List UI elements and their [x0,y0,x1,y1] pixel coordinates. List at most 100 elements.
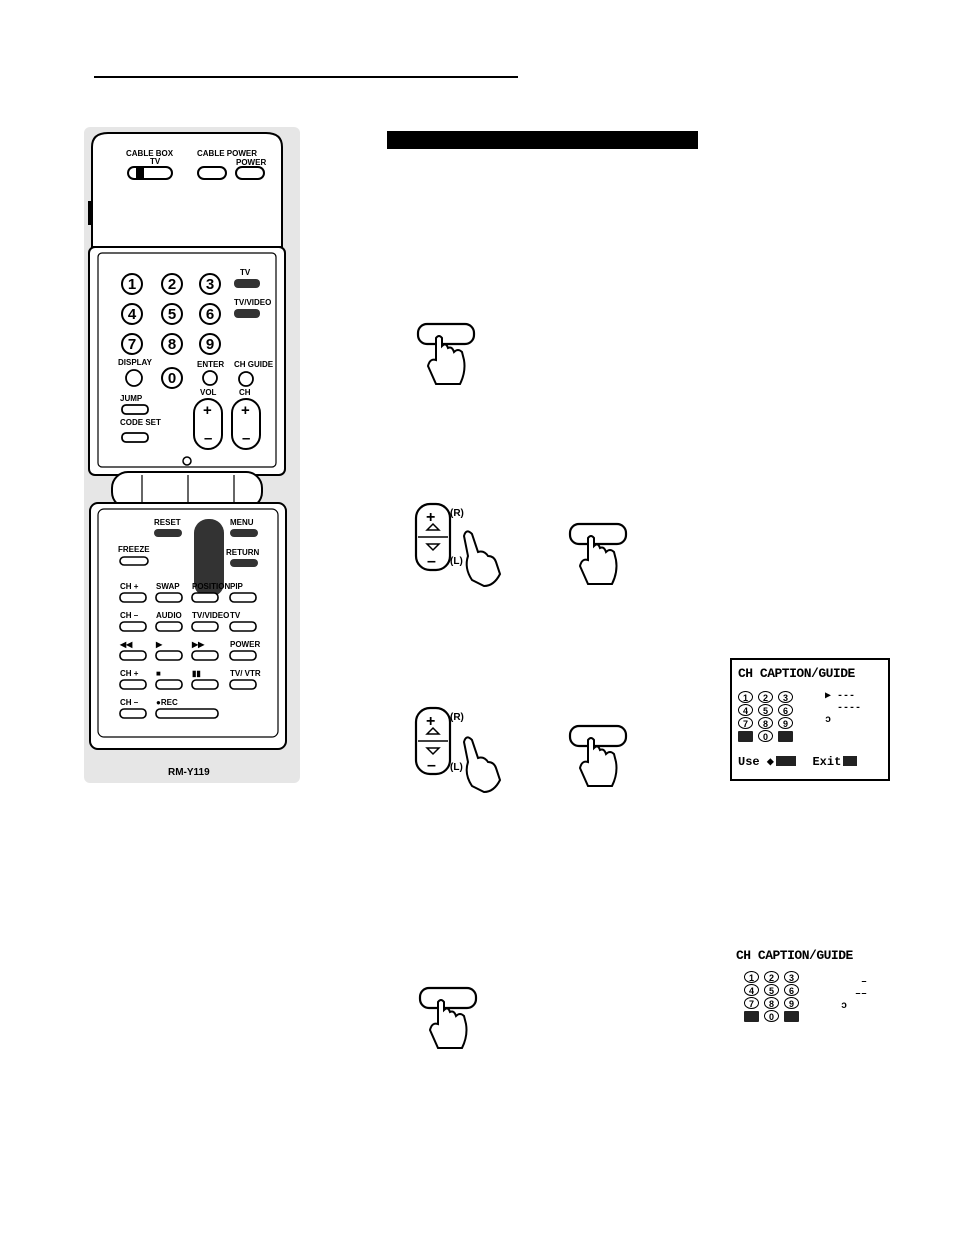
osd-number-key: 3 [784,971,799,983]
svg-text:+: + [241,402,250,419]
remote-button-ch-minus[interactable] [119,621,147,632]
osd-number-key: 1 [744,971,759,983]
remote-button-pip[interactable] [229,592,257,603]
header-rule [94,76,518,78]
vol-label: VOL [200,388,217,397]
remote-button-play[interactable] [155,650,183,661]
lower-key-label: CH + [120,669,139,678]
number-key-8[interactable] [161,333,183,355]
return-label: RETURN [226,548,260,557]
osd-number-key: 8 [764,997,779,1009]
display-button[interactable] [125,369,143,387]
menu-button[interactable] [230,529,258,537]
power-button[interactable] [235,166,265,180]
osd-number-key: 5 [764,984,779,996]
ch-label: CH [239,388,251,397]
code-set-label: CODE SET [120,418,161,427]
rocker-illustration-1: + – (R) (L) [414,502,502,588]
remote-button-ff[interactable] [191,650,219,661]
volume-rocker[interactable] [193,398,223,450]
osd-number-key: 9 [778,717,793,729]
tv-button[interactable] [234,279,260,288]
pointing-hand-icon [462,736,502,794]
svg-text:–: – [242,430,250,447]
remote-button-stop[interactable] [155,679,183,690]
ch-guide-button[interactable] [238,371,254,387]
jump-label: JUMP [120,394,143,403]
remote-button-ch-minus-2[interactable] [119,708,147,719]
osd-number-key: 7 [738,717,753,729]
cable-power-button[interactable] [197,166,227,180]
remote-button-tv-vtr[interactable] [229,679,257,690]
tv-video-button[interactable] [234,309,260,318]
remote-button-rec[interactable] [155,708,219,719]
osd-side-column: ▶ --- ---- ↄ [825,691,861,727]
number-key-3[interactable] [199,273,221,295]
remote-button-power-2[interactable] [229,650,257,661]
number-key-label: 2 [168,276,176,293]
remote-button-tv-video-2[interactable] [191,621,219,632]
number-key-1[interactable] [121,273,143,295]
tv-switch-label: TV [150,157,161,166]
rocker-r-label: (R) [450,508,464,519]
osd-side-column: – –– ↄ [837,977,867,1013]
power-label: POWER [236,158,266,167]
remote-button-audio[interactable] [155,621,183,632]
lower-key-label: ▶▶ [191,640,205,649]
press-button-illustration-1 [416,322,476,385]
enter-button[interactable] [202,370,218,386]
lower-key-label: ●REC [156,698,178,707]
number-key-label: 4 [128,306,137,323]
remote-button-position[interactable] [191,592,219,603]
channel-rocker[interactable] [231,398,261,450]
number-key-label: 8 [168,336,176,353]
lower-key-label: POSITION [192,582,230,591]
lower-key-label: CH – [120,611,139,620]
osd-number-key: 0 [758,730,773,742]
osd-number-key: 9 [784,997,799,1009]
lower-key-label: ■ [156,669,161,678]
number-key-6[interactable] [199,303,221,325]
number-key-2[interactable] [161,273,183,295]
select-key-icon [776,755,797,766]
pointing-hand-icon [462,530,502,588]
osd-title: CH CAPTION/GUIDE [738,666,855,681]
remote-button-pause[interactable] [191,679,219,690]
menu-joystick[interactable] [194,519,224,597]
number-key-label: 6 [206,306,214,323]
return-button[interactable] [230,559,258,567]
generic-button-icon [568,724,628,748]
number-key-9[interactable] [199,333,221,355]
osd-number-key: 2 [764,971,779,983]
ir-indicator [182,456,192,466]
reset-button[interactable] [154,529,182,537]
osd-use-hint: Use ◆ [738,755,775,769]
osd-number-key: 4 [744,984,759,996]
remote-button-ch-plus-2[interactable] [119,679,147,690]
freeze-button[interactable] [119,556,149,566]
svg-text:+: + [426,713,435,730]
display-label: DISPLAY [118,358,153,367]
number-key-5[interactable] [161,303,183,325]
osd-number-key: 2 [758,691,773,703]
lower-key-label: TV [230,611,241,620]
number-key-7[interactable] [121,333,143,355]
lower-key-label: ▶ [155,640,163,649]
remote-button-rew[interactable] [119,650,147,661]
cable-tv-switch[interactable] [127,166,173,180]
remote-button-swap[interactable] [155,592,183,603]
code-set-button[interactable] [121,432,149,443]
number-key-0[interactable] [161,367,183,389]
remote-button-tv-2[interactable] [229,621,257,632]
number-key-4[interactable] [121,303,143,325]
jump-button[interactable] [121,404,149,415]
remote-button-ch-plus[interactable] [119,592,147,603]
model-label: RM-Y119 [168,767,210,778]
osd-side-line: ▶ --- [825,691,856,702]
press-button-illustration-4 [418,986,478,1049]
osd-exit-hint: Exit [812,755,842,769]
generic-button-icon [568,522,628,546]
